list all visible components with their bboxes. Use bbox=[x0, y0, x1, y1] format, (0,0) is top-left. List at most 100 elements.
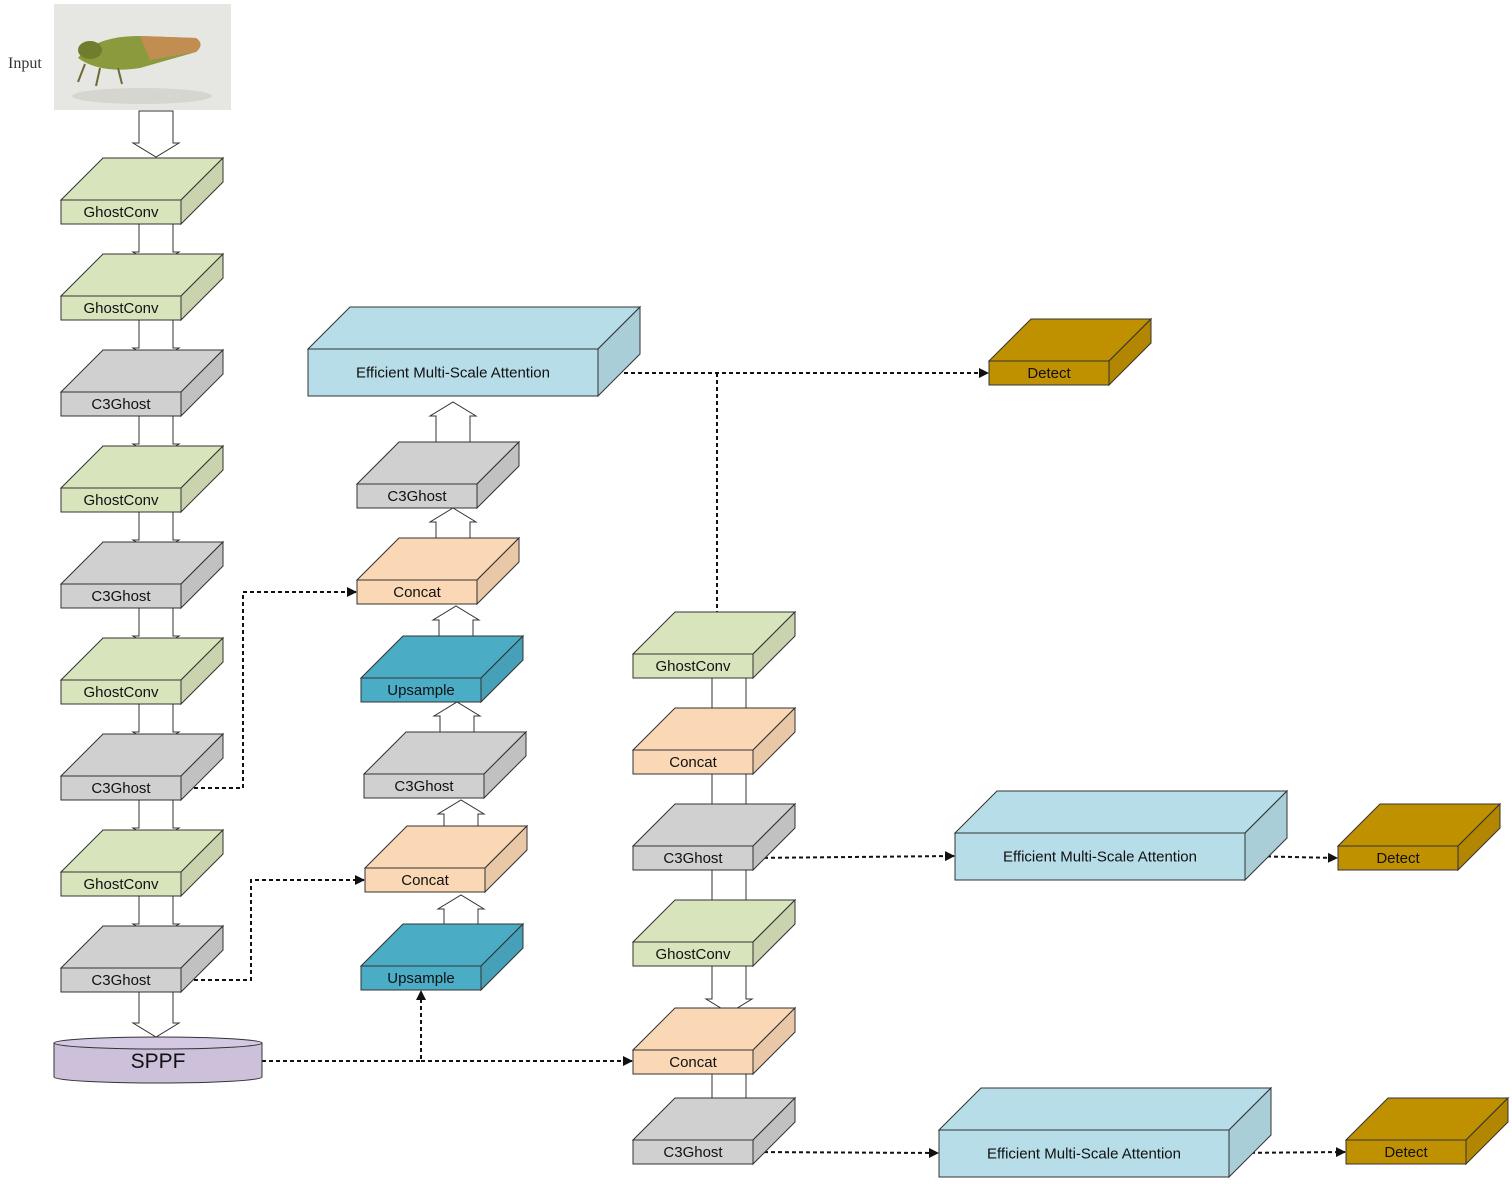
neck-up-block-6-c3ghost: C3Ghost bbox=[355, 440, 521, 510]
backbone-block-6-ghostconv-front-face bbox=[60, 679, 182, 705]
backbone-block-5-c3ghost-front-face bbox=[60, 583, 182, 609]
input-to-backbone-arrow bbox=[131, 110, 181, 158]
neck-up-arrow-6 bbox=[428, 401, 478, 449]
detect-head-3-label: Detect bbox=[1384, 1144, 1428, 1161]
neck-down-block-4-ghostconv: GhostConv bbox=[631, 898, 797, 968]
backbone-block-1-ghostconv: GhostConv bbox=[59, 156, 225, 226]
backbone-to-sppf-arrow bbox=[131, 991, 181, 1038]
neck-down-block-5-concat: Concat bbox=[631, 1006, 797, 1076]
neck-down-block-2-concat: Concat bbox=[631, 706, 797, 776]
neck-up-block-6-c3ghost-label: C3Ghost bbox=[387, 488, 447, 505]
detect-head-1-front-face bbox=[988, 360, 1110, 386]
backbone-block-8-ghostconv: GhostConv bbox=[59, 828, 225, 898]
neck-down-arrow-4 bbox=[704, 965, 754, 1014]
backbone-block-1-ghostconv-label: GhostConv bbox=[83, 204, 159, 221]
detect-head-1-label: Detect bbox=[1027, 365, 1071, 382]
neck-up-attention-block-top-face bbox=[306, 306, 642, 350]
skip-backbone-c3ghost-to-concat-1 bbox=[180, 587, 357, 789]
head-3-attention-block-label: Efficient Multi-Scale Attention bbox=[987, 1146, 1181, 1163]
backbone-block-2-ghostconv: GhostConv bbox=[59, 252, 225, 322]
backbone-block-2-ghostconv-label: GhostConv bbox=[83, 300, 159, 317]
detect-head-3-front-face bbox=[1345, 1139, 1467, 1165]
neck-down-block-6-c3ghost-label: C3Ghost bbox=[663, 1144, 723, 1161]
neck-up-block-1-upsample-label: Upsample bbox=[387, 970, 455, 987]
skip-backbone-c3ghost-to-concat-2 bbox=[180, 875, 365, 981]
neck-up-block-2-concat: Concat bbox=[363, 824, 529, 894]
neck-down-block-4-ghostconv-label: GhostConv bbox=[655, 946, 731, 963]
neck-up-attention-block: Efficient Multi-Scale Attention bbox=[306, 305, 642, 398]
head-2-attention-block-top-face bbox=[953, 790, 1289, 834]
neck-up-attention-block-label: Efficient Multi-Scale Attention bbox=[356, 365, 550, 382]
backbone-block-8-ghostconv-label: GhostConv bbox=[83, 876, 159, 893]
skip-sppf-to-upsample bbox=[262, 990, 426, 1062]
neck-up-block-6-c3ghost-front-face bbox=[356, 483, 478, 509]
detect-head-2-front-face bbox=[1337, 845, 1459, 871]
backbone-block-9-c3ghost-front-face bbox=[60, 967, 182, 993]
head-3-attention-block: Efficient Multi-Scale Attention bbox=[937, 1086, 1273, 1179]
backbone-block-6-ghostconv: GhostConv bbox=[59, 636, 225, 706]
neck-down-block-3-c3ghost: C3Ghost bbox=[631, 802, 797, 872]
head-2-attention-block-front-face bbox=[954, 832, 1246, 881]
detect-head-3: Detect bbox=[1344, 1096, 1510, 1166]
backbone-block-5-c3ghost-label: C3Ghost bbox=[91, 588, 151, 605]
neck-down-block-5-concat-front-face bbox=[632, 1049, 754, 1075]
neck-up-block-5-concat-front-face bbox=[356, 579, 478, 605]
sppf-top bbox=[53, 1036, 263, 1050]
neck-up-block-4-upsample-label: Upsample bbox=[387, 682, 455, 699]
head-2-attention-block-label: Efficient Multi-Scale Attention bbox=[1003, 849, 1197, 866]
backbone-block-3-c3ghost-label: C3Ghost bbox=[91, 396, 151, 413]
backbone-block-4-ghostconv: GhostConv bbox=[59, 444, 225, 514]
neck-down-block-2-concat-front-face bbox=[632, 749, 754, 775]
neck-up-block-2-concat-front-face bbox=[364, 867, 486, 893]
backbone-block-7-c3ghost-label: C3Ghost bbox=[91, 780, 151, 797]
c3ghost-to-attention-2 bbox=[749, 851, 955, 862]
backbone-block-9-c3ghost-label: C3Ghost bbox=[91, 972, 151, 989]
backbone-block-1-ghostconv-front-face bbox=[60, 199, 182, 225]
neck-down-block-3-c3ghost-label: C3Ghost bbox=[663, 850, 723, 867]
backbone-block-8-ghostconv-front-face bbox=[60, 871, 182, 897]
neck-down-block-1-ghostconv-label: GhostConv bbox=[655, 658, 731, 675]
neck-up-block-5-concat-label: Concat bbox=[393, 584, 441, 601]
neck-up-block-2-concat-label: Concat bbox=[401, 872, 449, 889]
neck-down-block-4-ghostconv-front-face bbox=[632, 941, 754, 967]
backbone-block-4-ghostconv-label: GhostConv bbox=[83, 492, 159, 509]
neck-up-block-4-upsample: Upsample bbox=[359, 634, 525, 704]
head-3-attention-block-top-face bbox=[937, 1087, 1273, 1131]
backbone-block-3-c3ghost-front-face bbox=[60, 391, 182, 417]
connections-layer bbox=[180, 368, 1346, 1158]
backbone-block-5-c3ghost: C3Ghost bbox=[59, 540, 225, 610]
neck-up-block-3-c3ghost: C3Ghost bbox=[362, 730, 528, 800]
backbone-block-2-ghostconv-front-face bbox=[60, 295, 182, 321]
detect-head-2-label: Detect bbox=[1376, 850, 1420, 867]
attention-to-detect-3 bbox=[1229, 1147, 1346, 1158]
head-2-attention-block: Efficient Multi-Scale Attention bbox=[953, 789, 1289, 882]
input-label: Input bbox=[8, 55, 42, 72]
neck-down-block-1-ghostconv-front-face bbox=[632, 653, 754, 679]
backbone-block-3-c3ghost: C3Ghost bbox=[59, 348, 225, 418]
neck-down-block-5-concat-label: Concat bbox=[669, 1054, 717, 1071]
input-image bbox=[54, 4, 231, 110]
neck-up-block-1-upsample-front-face bbox=[360, 965, 482, 991]
head-3-attention-block-front-face bbox=[938, 1129, 1230, 1178]
neck-down-block-6-c3ghost-front-face bbox=[632, 1139, 754, 1165]
sppf-body bbox=[53, 1042, 263, 1084]
backbone-block-4-ghostconv-front-face bbox=[60, 487, 182, 513]
backbone-block-9-c3ghost: C3Ghost bbox=[59, 924, 225, 994]
sppf-label: SPPF bbox=[131, 1050, 186, 1073]
neck-down-block-2-concat-label: Concat bbox=[669, 754, 717, 771]
backbone-block-6-ghostconv-label: GhostConv bbox=[83, 684, 159, 701]
neck-down-block-6-c3ghost: C3Ghost bbox=[631, 1096, 797, 1166]
backbone-block-7-c3ghost-front-face bbox=[60, 775, 182, 801]
neck-up-block-5-concat: Concat bbox=[355, 536, 521, 606]
sppf-block: SPPF bbox=[53, 1036, 263, 1084]
neck-up-block-3-c3ghost-front-face bbox=[363, 773, 485, 799]
detect-head-2: Detect bbox=[1336, 802, 1502, 872]
neck-up-attention-block-front-face bbox=[307, 348, 599, 397]
neck-down-block-1-ghostconv: GhostConv bbox=[631, 610, 797, 680]
detect-head-1: Detect bbox=[987, 317, 1153, 387]
blocks-layer: GhostConvGhostConvC3GhostGhostConvC3Ghos… bbox=[53, 156, 1510, 1179]
c3ghost-to-attention-3 bbox=[749, 1147, 939, 1158]
neck-up-block-4-upsample-front-face bbox=[360, 677, 482, 703]
backbone-block-7-c3ghost: C3Ghost bbox=[59, 732, 225, 802]
